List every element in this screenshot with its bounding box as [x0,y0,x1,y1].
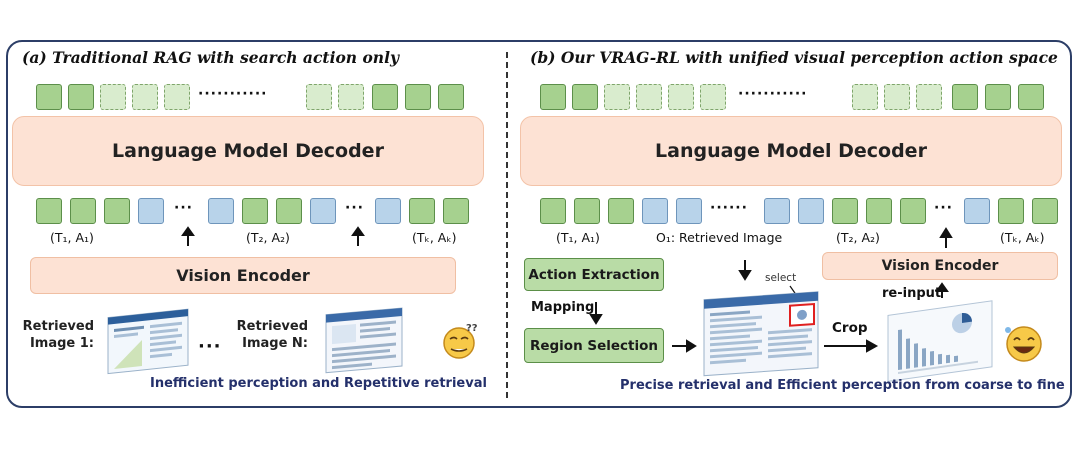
input-token [608,198,634,224]
output-token-dashed [306,84,332,110]
token-label: (Tₖ, Aₖ) [1000,230,1045,245]
vision-encoder: Vision Encoder [30,257,456,294]
ellipsis: ··· [198,336,222,357]
retrieved-image-1-label: Retrieved Image 1: [22,318,94,352]
language-model-decoder: Language Model Decoder [12,116,484,186]
label-line: Retrieved [236,319,308,334]
token-label: (T₁, A₁) [50,230,94,245]
ellipsis: ··········· [738,86,808,102]
reinput-label: re-input [882,286,942,301]
document-thumbnail-icon [107,308,189,375]
image-token [764,198,790,224]
panel-b-title: (b) Our VRAG-RL with unified visual perc… [530,48,1058,67]
image-token [310,198,336,224]
figure-frame [6,40,1072,408]
document-thumbnail-icon [325,307,403,374]
image-token [375,198,401,224]
ellipsis: ··· [345,200,364,216]
svg-text:??: ?? [466,323,478,334]
output-token-dashed [884,84,910,110]
label-line: Image 1: [29,336,94,351]
chart-thumbnail-icon [887,300,993,383]
input-token [36,198,62,224]
output-token [372,84,398,110]
input-token [1032,198,1058,224]
output-token-dashed [164,84,190,110]
ellipsis: ······ [710,200,748,216]
output-token [438,84,464,110]
decoder-label: Language Model Decoder [655,140,927,162]
panel-b-caption: Precise retrieval and Efficient percepti… [620,378,1065,393]
input-token [276,198,302,224]
input-token [900,198,926,224]
region-selection-box: Region Selection [524,328,664,363]
output-token-dashed [852,84,878,110]
input-token [832,198,858,224]
action-extraction-label: Action Extraction [528,266,660,283]
image-token [642,198,668,224]
panel-a-title: (a) Traditional RAG with search action o… [22,48,399,67]
token-label: O₁: Retrieved Image [656,230,783,245]
image-token [138,198,164,224]
panel-divider [506,52,508,398]
output-token-dashed [132,84,158,110]
crop-label: Crop [832,320,868,336]
language-model-decoder: Language Model Decoder [520,116,1062,186]
token-label: (T₂, A₂) [836,230,880,245]
input-token [409,198,435,224]
input-token [443,198,469,224]
output-token-dashed [916,84,942,110]
label-line: Image N: [242,336,308,351]
input-token [574,198,600,224]
vision-encoder: Vision Encoder [822,252,1058,280]
happy-emoji-icon [1005,326,1042,362]
token-label: (T₂, A₂) [246,230,290,245]
region-selection-label: Region Selection [529,337,659,354]
output-token-dashed [636,84,662,110]
output-token [68,84,94,110]
output-token-dashed [100,84,126,110]
input-token [998,198,1024,224]
output-token-dashed [604,84,630,110]
token-label: (Tₖ, Aₖ) [412,230,457,245]
output-token [36,84,62,110]
ellipsis: ··········· [198,86,268,102]
input-token [242,198,268,224]
input-token [104,198,130,224]
encoder-label: Vision Encoder [176,266,310,285]
panel-a-caption: Inefficient perception and Repetitive re… [150,376,487,391]
input-token [70,198,96,224]
output-token [405,84,431,110]
confused-emoji-icon: ?? [443,323,478,359]
mapping-label: Mapping [531,300,595,315]
encoder-label: Vision Encoder [881,258,999,274]
output-token [540,84,566,110]
image-token [208,198,234,224]
output-token-dashed [338,84,364,110]
output-token [1018,84,1044,110]
input-token [540,198,566,224]
image-token [964,198,990,224]
output-token-dashed [668,84,694,110]
label-line: Retrieved [22,319,94,334]
input-token [866,198,892,224]
image-token [798,198,824,224]
output-token [952,84,978,110]
ellipsis: ··· [934,200,953,216]
ellipsis: ··· [174,200,193,216]
select-label: select [765,272,797,284]
retrieved-image-n-label: Retrieved Image N: [236,318,308,352]
document-thumbnail-icon [703,291,819,377]
image-token [676,198,702,224]
output-token [572,84,598,110]
output-token [985,84,1011,110]
output-token-dashed [700,84,726,110]
token-label: (T₁, A₁) [556,230,600,245]
action-extraction-box: Action Extraction [524,258,664,291]
decoder-label: Language Model Decoder [112,140,384,162]
